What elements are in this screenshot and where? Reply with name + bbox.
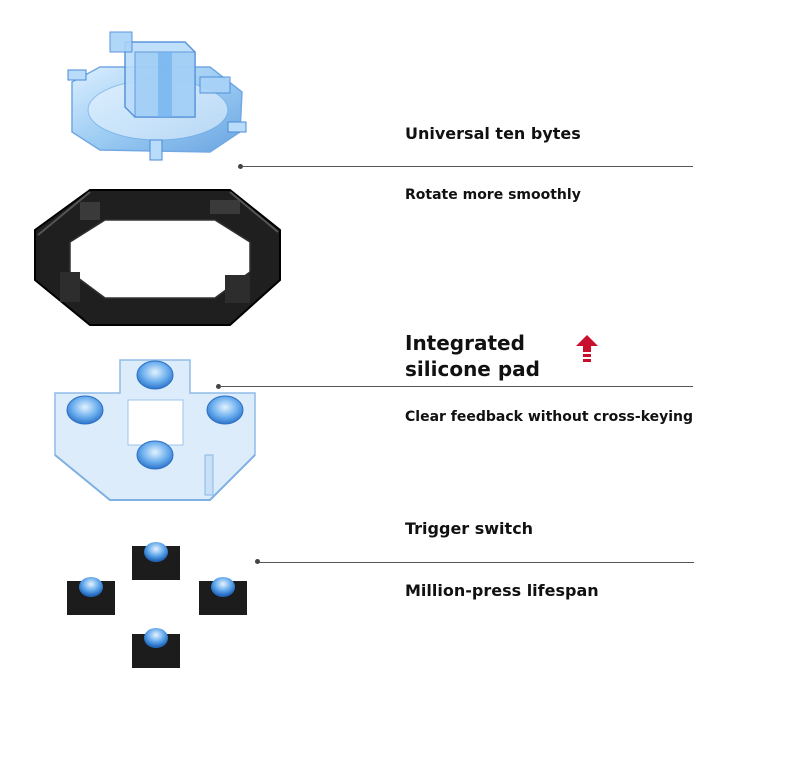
universal-connector-image [67, 31, 247, 161]
leader-line-3 [259, 562, 694, 563]
part2-title-line2: silicone pad [405, 357, 540, 381]
part3-title: Trigger switch [405, 519, 534, 538]
leader-dot-1 [238, 164, 243, 169]
part1-description: Rotate more smoothly [405, 187, 581, 203]
rotation-ring-image [34, 189, 281, 326]
part2-description: Clear feedback without cross-keying [405, 409, 694, 425]
part2-title-line1: Integrated [405, 331, 525, 355]
leader-dot-3 [255, 559, 260, 564]
up-arrow-icon [576, 335, 598, 362]
part3-description: Million-press lifespan [405, 581, 599, 600]
leader-dot-2 [216, 384, 221, 389]
leader-line-2 [220, 386, 693, 387]
part1-title: Universal ten bytes [405, 124, 581, 143]
trigger-switches-image [67, 542, 247, 668]
silicone-pad-image [54, 359, 256, 501]
leader-line-1 [242, 166, 693, 167]
